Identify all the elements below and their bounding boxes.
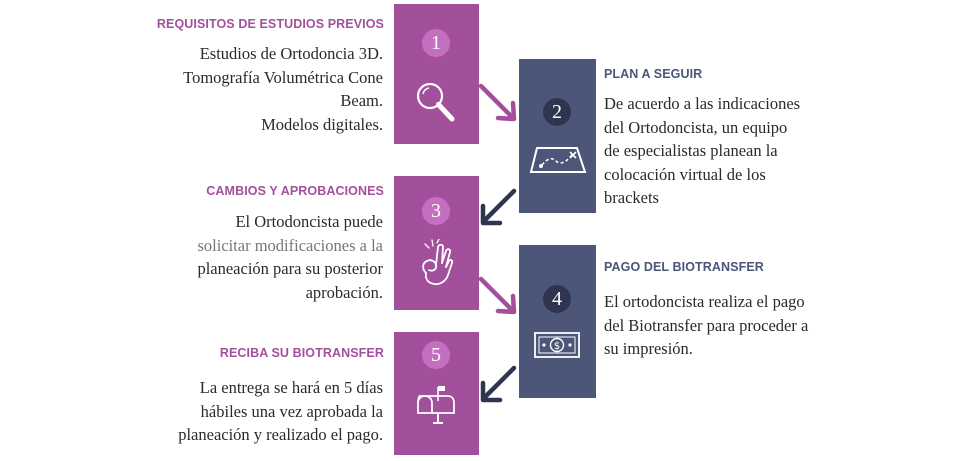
step-4-line: su impresión. <box>604 339 693 358</box>
step-1-number: 1 <box>422 29 450 57</box>
banknote-icon: $ <box>534 332 580 358</box>
step-2-line: brackets <box>604 188 659 207</box>
step-5-line: hábiles una vez aprobada la <box>200 401 383 421</box>
step-1-line: Estudios de Ortodoncia 3D. <box>199 44 383 63</box>
step-5-number: 5 <box>422 341 450 369</box>
step-4-text: El ortodoncista realiza el pago del Biot… <box>604 290 808 361</box>
step-3-line: aprobación. <box>305 282 383 302</box>
arrow-step-4-to-5 <box>480 365 517 403</box>
arrow-step-1-to-2 <box>478 83 517 122</box>
arrow-step-2-to-3 <box>480 188 517 226</box>
step-5-line: La entrega se hará en 5 días <box>199 378 383 397</box>
step-3-box: 3 <box>394 176 479 310</box>
step-3-number: 3 <box>422 197 450 225</box>
step-5-title: RECIBA SU BIOTRANSFER <box>219 346 384 360</box>
step-5-line: planeación y realizado el pago. <box>178 425 383 444</box>
ok-hand-icon <box>422 239 454 286</box>
step-3-line: El Ortodoncista puede <box>235 212 383 231</box>
step-3-line: planeación para su posterior <box>197 259 383 278</box>
svg-text:$: $ <box>554 341 560 352</box>
step-3-text: El Ortodoncista puede solicitar modifica… <box>197 210 383 304</box>
step-3-line: solicitar modificaciones a la <box>197 235 383 255</box>
step-4-box: 4 $ <box>519 245 596 398</box>
magnifier-icon <box>416 82 455 122</box>
step-5-box: 5 <box>394 332 479 455</box>
step-4-number: 4 <box>543 285 571 313</box>
map-route-icon <box>529 147 587 173</box>
step-4-title: PAGO DEL BIOTRANSFER <box>604 260 764 274</box>
step-1-line: Beam. <box>340 91 383 110</box>
step-1-line: Modelos digitales. <box>261 114 383 134</box>
step-1-line: Tomografía Volumétrica Cone <box>183 67 383 87</box>
step-3-title: CAMBIOS Y APROBACIONES <box>206 184 384 198</box>
step-1-title: REQUISITOS DE ESTUDIOS PREVIOS <box>156 17 384 31</box>
step-2-number: 2 <box>543 98 571 126</box>
mailbox-icon <box>417 386 455 424</box>
step-2-line: del Ortodoncista, un equipo <box>604 117 788 137</box>
step-1-text: Estudios de Ortodoncia 3D. Tomografía Vo… <box>183 42 383 136</box>
step-2-box: 2 <box>519 59 596 213</box>
step-4-line: El ortodoncista realiza el pago <box>604 292 805 311</box>
step-1-box: 1 <box>394 4 479 144</box>
step-5-text: La entrega se hará en 5 días hábiles una… <box>178 376 383 447</box>
step-2-line: de especialistas planean la <box>604 141 778 160</box>
step-4-line: del Biotransfer para proceder a <box>604 315 809 335</box>
step-2-line: De acuerdo a las indicaciones <box>604 94 801 113</box>
step-2-text: De acuerdo a las indicaciones del Ortodo… <box>604 92 800 210</box>
arrow-step-3-to-4 <box>478 276 517 315</box>
step-2-line: colocación virtual de los <box>604 164 766 184</box>
step-2-title: PLAN A SEGUIR <box>604 67 703 81</box>
